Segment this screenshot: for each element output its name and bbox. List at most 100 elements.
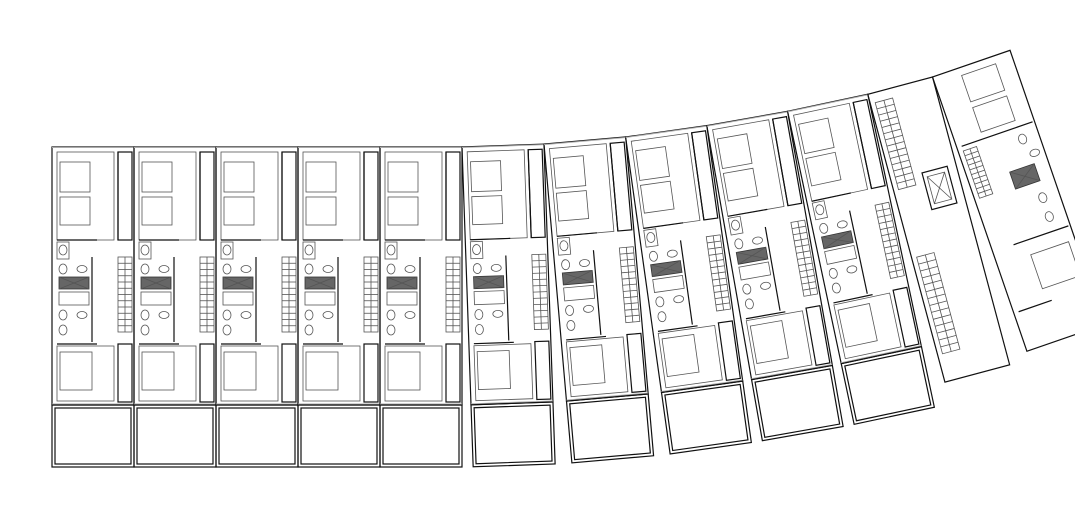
toilet-icon [565, 305, 575, 316]
sink-icon [158, 265, 170, 273]
elevator-x [934, 171, 945, 204]
stair-divider [538, 254, 542, 330]
bed [141, 351, 175, 391]
bed [305, 196, 337, 226]
balcony-rail [754, 368, 841, 438]
wardrobe [363, 151, 379, 241]
toilet-icon [58, 324, 68, 336]
bed [305, 161, 337, 193]
wardrobe [199, 343, 215, 403]
bed [569, 344, 606, 386]
bed [1030, 241, 1075, 290]
unit-outline [786, 93, 923, 365]
bathtub [222, 291, 254, 306]
sink-icon [240, 311, 252, 319]
toilet-icon [831, 282, 841, 294]
shower-x [222, 276, 254, 290]
bedroom-bottom [302, 345, 361, 402]
balcony [660, 380, 753, 455]
bedroom-bottom [56, 345, 115, 402]
wardrobe [527, 148, 546, 239]
unit [379, 146, 463, 468]
unit [297, 146, 381, 468]
toilet-icon [472, 263, 482, 274]
elevator-car [926, 171, 953, 205]
bed [470, 160, 502, 193]
bed [749, 320, 789, 364]
toilet-icon [386, 324, 396, 336]
unit [215, 146, 299, 468]
bathtub [473, 290, 505, 306]
bathtub [652, 274, 685, 293]
bed [661, 333, 700, 377]
bedroom-bottom [138, 345, 197, 402]
toilet-icon [386, 309, 396, 321]
bedroom-top [466, 149, 528, 241]
toilet-icon [58, 309, 68, 321]
bathroom [727, 215, 744, 236]
partition [557, 232, 597, 237]
toilet-icon [649, 250, 658, 262]
sink-icon [404, 265, 416, 273]
toilet-icon [1038, 192, 1048, 203]
toilet-icon [58, 263, 68, 275]
balcony-rail [473, 404, 553, 465]
balcony [133, 404, 217, 468]
shower-x [652, 260, 681, 277]
toilet-icon [304, 263, 314, 275]
bathroom [643, 228, 659, 248]
unit [543, 136, 655, 464]
wardrobe [199, 151, 215, 241]
stair-divider [924, 254, 952, 352]
stair-divider [712, 235, 725, 311]
toilet-icon [140, 309, 150, 321]
bedroom-bottom [833, 292, 902, 360]
balcony-rail [136, 407, 214, 465]
unit [133, 146, 217, 468]
toilet-icon [140, 324, 150, 336]
bed [59, 351, 93, 391]
sink-icon [666, 249, 678, 258]
partition [566, 335, 607, 341]
bed [59, 161, 91, 193]
wardrobe [445, 151, 461, 241]
bed [223, 161, 255, 193]
unit-outline [624, 124, 744, 394]
shower-x [738, 246, 767, 265]
stair-core [867, 76, 1011, 383]
shower-x [563, 270, 593, 286]
window [706, 111, 788, 127]
bedroom-bottom [220, 345, 279, 402]
partition [849, 210, 868, 294]
toilet-icon [140, 263, 150, 275]
bathtub [738, 261, 772, 281]
partition [833, 294, 873, 304]
bed [387, 161, 419, 193]
balcony [215, 404, 299, 468]
toilet-icon [474, 309, 484, 320]
sink-icon [583, 304, 594, 313]
bed [555, 190, 590, 222]
bathroom [220, 241, 234, 260]
partition [961, 121, 1033, 147]
sink-icon [404, 311, 416, 319]
window [625, 125, 707, 138]
partition [505, 255, 510, 341]
toilet-icon [828, 267, 838, 279]
toilet-icon [819, 222, 829, 234]
toilet-icon [386, 263, 396, 275]
toilet-icon [744, 298, 754, 310]
toilet-icon [222, 263, 232, 275]
toilet-icon [742, 283, 752, 295]
bed [305, 351, 339, 391]
partition [473, 341, 514, 345]
balcony-rail [218, 407, 296, 465]
toilet-icon [815, 204, 825, 216]
balcony-rail [844, 349, 932, 422]
sink-icon [760, 281, 771, 290]
sink-icon [240, 265, 252, 273]
wardrobe [771, 115, 803, 207]
unit [706, 110, 844, 442]
wardrobe [626, 332, 647, 394]
